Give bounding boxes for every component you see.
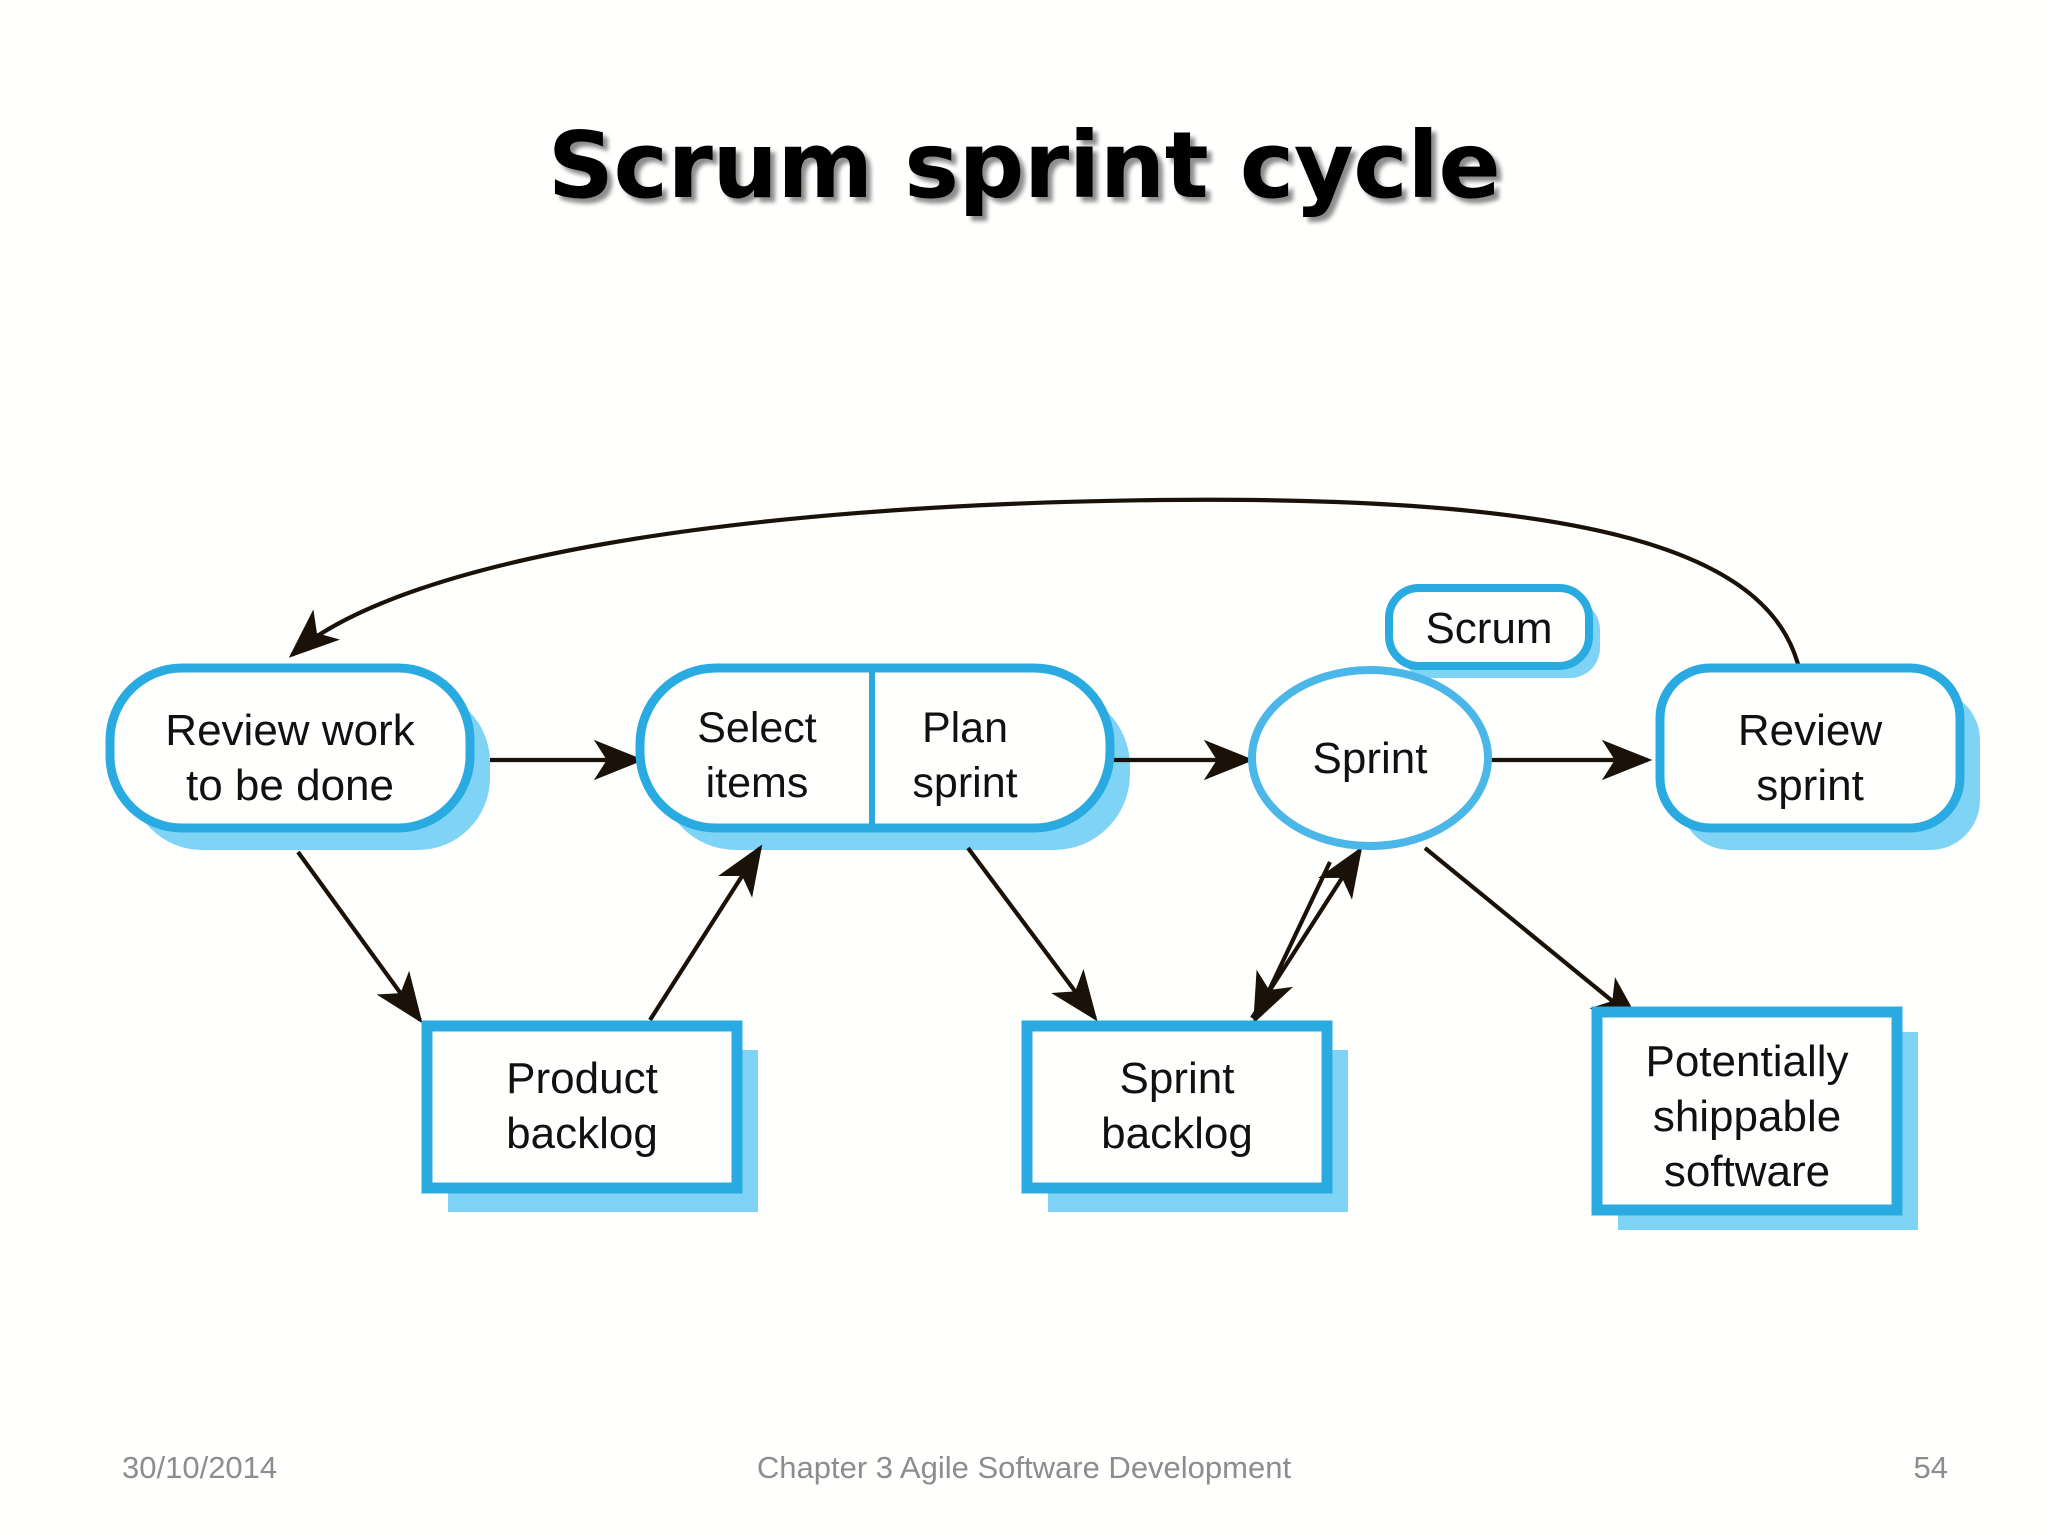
edge-product-backlog-to-select-items (648, 844, 763, 1022)
edge-sprint-to-shippable-software (1423, 846, 1642, 1025)
diagram-edges (288, 497, 1803, 1025)
node-scrum-shape[interactable] (1385, 584, 1593, 670)
footer-page-number: 54 (1913, 1450, 1948, 1485)
node-scrum-label: Scrum (1425, 604, 1552, 653)
scrum-sprint-cycle-diagram: Review work to be done Select items Plan… (105, 497, 1980, 1230)
node-review-work-shape[interactable] (105, 663, 475, 833)
node-sprint[interactable]: Sprint (1248, 666, 1492, 850)
node-shippable-software-line-1: Potentially (1645, 1037, 1848, 1086)
node-review-work[interactable]: Review work to be done (105, 663, 475, 833)
edge-review-work-to-product-backlog (296, 850, 423, 1024)
node-review-work-line-1: Review work (165, 706, 415, 755)
node-shippable-software-line-2: shippable (1653, 1092, 1841, 1141)
footer-date: 30/10/2014 (122, 1450, 278, 1485)
node-shippable-software-line-3: software (1664, 1147, 1830, 1196)
slide-footer: 30/10/2014 Chapter 3 Agile Software Deve… (0, 1450, 2048, 1510)
footer-chapter-title: Chapter 3 Agile Software Development (756, 1450, 1292, 1485)
node-scrum[interactable]: Scrum (1385, 584, 1593, 670)
node-sprint-backlog-shape[interactable] (1021, 1020, 1333, 1194)
node-sprint-label: Sprint (1313, 734, 1428, 783)
node-shippable-software[interactable]: Potentially shippable software (1591, 1006, 1903, 1216)
edge-plan-sprint-to-sprint-backlog (966, 846, 1098, 1022)
node-shippable-software-shape[interactable] (1591, 1006, 1903, 1216)
node-review-sprint-shape[interactable] (1655, 663, 1965, 833)
node-review-work-line-2: to be done (186, 761, 394, 810)
node-sprint-backlog-line-2: backlog (1101, 1109, 1253, 1158)
node-sprint-shape[interactable] (1248, 666, 1492, 850)
node-review-sprint[interactable]: Review sprint (1655, 663, 1965, 833)
node-product-backlog-shape[interactable] (421, 1020, 743, 1194)
node-plan-sprint-line-1: Plan (922, 704, 1008, 752)
node-plan-sprint-line-2: sprint (912, 759, 1017, 807)
page-title: Scrum sprint cycle (547, 112, 1501, 219)
node-select-items-line-1: Select (697, 704, 817, 752)
node-review-sprint-line-1: Review (1738, 706, 1882, 755)
node-select-plan-group[interactable]: Select items Plan sprint (635, 663, 1115, 833)
node-sprint-backlog[interactable]: Sprint backlog (1021, 1020, 1333, 1194)
node-select-items-line-2: items (706, 759, 809, 807)
node-review-sprint-line-2: sprint (1756, 761, 1864, 810)
node-product-backlog-line-2: backlog (506, 1109, 658, 1158)
node-product-backlog[interactable]: Product backlog (421, 1020, 743, 1194)
edge-review-sprint-to-review-work (288, 497, 1803, 673)
edge-sprint-to-sprint-backlog (1253, 861, 1332, 1024)
node-sprint-backlog-line-1: Sprint (1120, 1054, 1235, 1103)
node-product-backlog-line-1: Product (506, 1054, 658, 1103)
